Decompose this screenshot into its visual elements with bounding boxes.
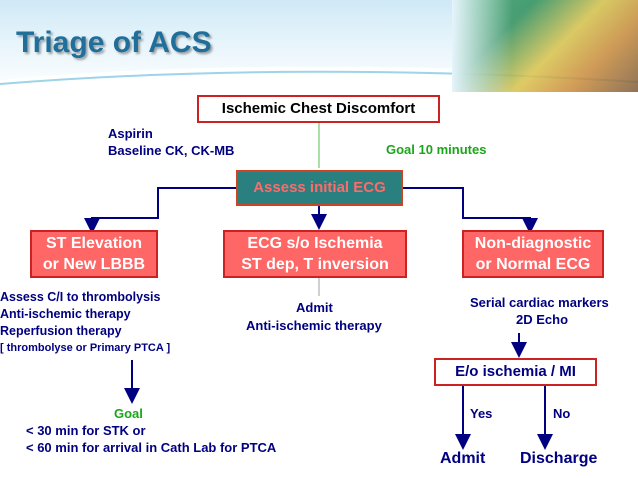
- st-goal-line-2: < 60 min for arrival in Cath Lab for PTC…: [26, 440, 277, 455]
- non-diagnostic-line-1: Non-diagnostic: [474, 235, 592, 252]
- connector-assess-to-nondiag: [403, 187, 538, 234]
- ischemia-line-1: ECG s/o Ischemia: [247, 235, 383, 252]
- header-photo-fade: [452, 0, 512, 92]
- ischemia-line-2: ST dep, T inversion: [241, 256, 389, 273]
- non-diagnostic-line-2: or Normal ECG: [475, 256, 591, 273]
- st-elevation-line-1: ST Elevation: [45, 235, 143, 252]
- outcome-admit: Admit: [440, 450, 486, 467]
- st-action-4: [ thrombolyse or Primary PTCA ]: [0, 342, 171, 354]
- slide-title: Triage of ACS: [16, 26, 212, 59]
- goal-10-minutes: Goal 10 minutes: [386, 142, 487, 157]
- ischemia-box: ECG s/o Ischemia ST dep, T inversion: [223, 230, 407, 278]
- st-action-1: Assess C/I to thrombolysis: [0, 290, 161, 304]
- nondiag-action-markers: Serial cardiac markers: [470, 295, 609, 310]
- st-action-3: Reperfusion therapy: [0, 324, 122, 338]
- order-aspirin: Aspirin: [108, 126, 153, 141]
- no-label: No: [553, 406, 571, 421]
- st-goal-label: Goal: [114, 406, 143, 421]
- st-action-2: Anti-ischemic therapy: [0, 307, 131, 321]
- start-box: Ischemic Chest Discomfort: [197, 95, 440, 123]
- assess-ecg-box: Assess initial ECG: [236, 170, 403, 206]
- non-diagnostic-box: Non-diagnostic or Normal ECG: [462, 230, 604, 278]
- nondiag-action-echo: 2D Echo: [516, 312, 569, 327]
- order-baseline-ck: Baseline CK, CK-MB: [108, 143, 235, 158]
- st-elevation-line-2: or New LBBB: [42, 256, 146, 273]
- st-elevation-box: ST Elevation or New LBBB: [30, 230, 158, 278]
- ischemia-action-admit: Admit: [296, 300, 333, 315]
- outcome-discharge: Discharge: [520, 450, 598, 467]
- yes-label: Yes: [470, 406, 493, 421]
- st-goal-line-1: < 30 min for STK or: [26, 423, 146, 438]
- ischemia-action-therapy: Anti-ischemic therapy: [246, 318, 382, 333]
- ischemia-mi-decision-box: E/o ischemia / MI: [434, 358, 597, 386]
- connector-assess-to-st: [84, 187, 236, 234]
